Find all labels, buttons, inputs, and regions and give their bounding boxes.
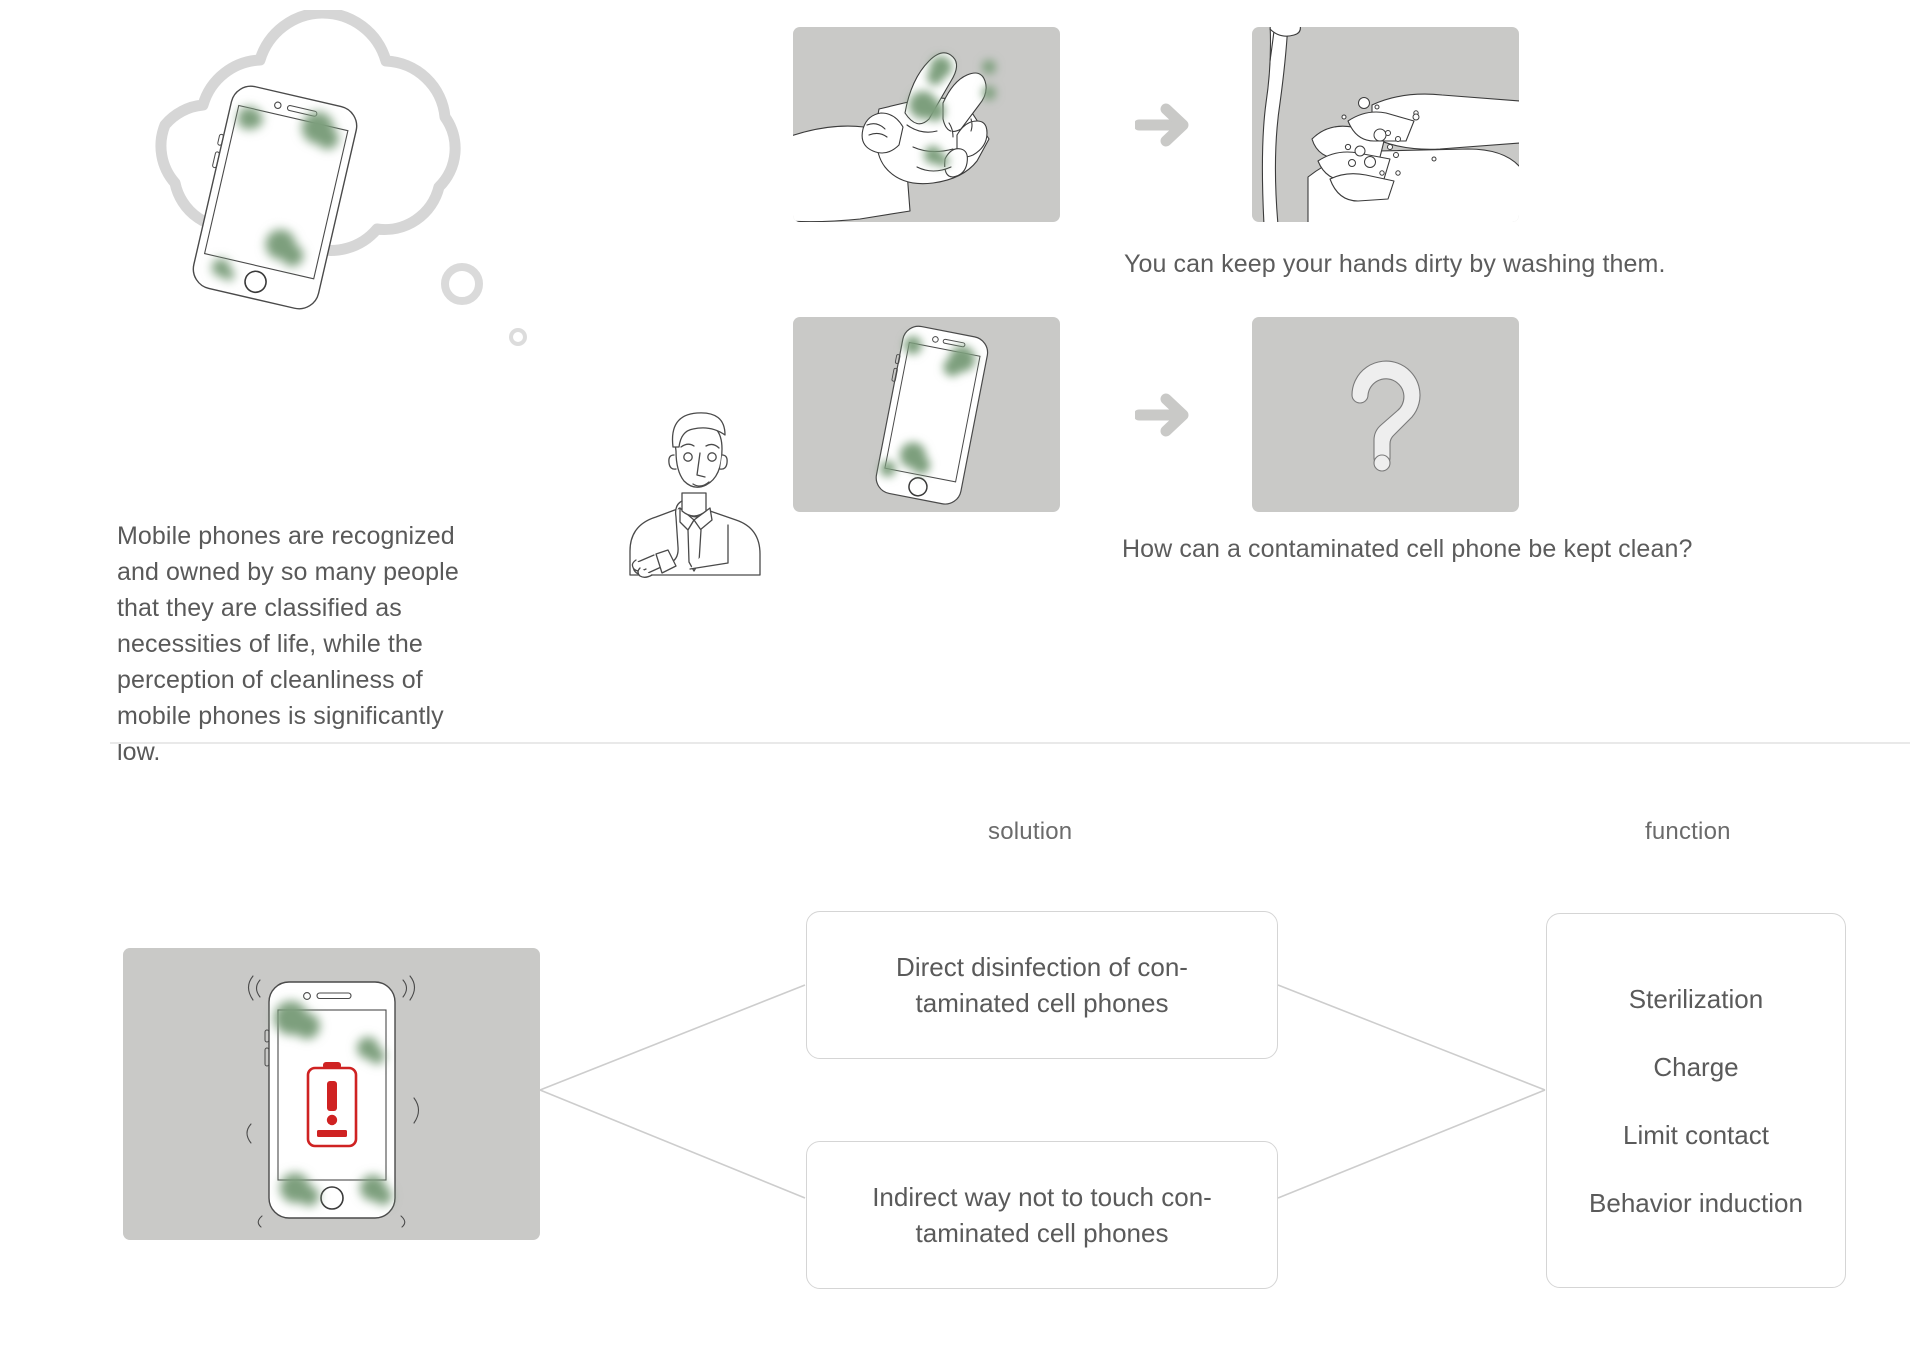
- arrow-right-icon-row1: [1135, 100, 1195, 150]
- section-divider: [110, 742, 1910, 744]
- question-mark-panel: [1252, 317, 1519, 512]
- thought-trail-circle-small: [509, 328, 527, 346]
- solution-box-1-line2: taminated cell phones: [915, 988, 1169, 1018]
- thought-bubble-illustration: [55, 10, 535, 380]
- column-header-function: function: [1645, 818, 1731, 845]
- function-list: Sterilization Charge Limit contact Behav…: [1546, 913, 1846, 1288]
- thought-trail-circle-large: [441, 263, 483, 305]
- caption-hand-washing: You can keep your hands dirty by washing…: [1124, 250, 1666, 278]
- function-item-sterilization[interactable]: Sterilization: [1628, 983, 1764, 1014]
- intro-paragraph: Mobile phones are recognized and owned b…: [117, 522, 459, 766]
- thinking-man-illustration: [620, 405, 800, 580]
- hand-washing-panel: [1252, 27, 1519, 222]
- solution-box-1[interactable]: Direct disinfection of con- taminated ce…: [806, 911, 1278, 1059]
- solution-box-1-line1: Direct disinfection of con-: [896, 952, 1188, 982]
- solution-box-2[interactable]: Indirect way not to touch con- taminated…: [806, 1141, 1278, 1289]
- arrow-right-icon-row2: [1135, 390, 1195, 440]
- function-box[interactable]: [1546, 913, 1846, 1288]
- column-header-solution: solution: [988, 818, 1073, 845]
- contaminated-phone-panel: [793, 317, 1060, 512]
- solution-box-2-line2: taminated cell phones: [915, 1218, 1169, 1248]
- solution-box-2-line1: Indirect way not to touch con-: [872, 1182, 1212, 1212]
- dirty-hand-panel: [793, 27, 1060, 222]
- caption-phone-cleaning: How can a contaminated cell phone be kep…: [1122, 535, 1693, 563]
- vibrating-phone-panel: [123, 948, 540, 1240]
- function-item-behavior-induction[interactable]: Behavior induction: [1589, 1187, 1803, 1218]
- function-item-charge[interactable]: Charge: [1653, 1051, 1739, 1082]
- function-item-limit-contact[interactable]: Limit contact: [1623, 1119, 1769, 1150]
- phone-in-thought-bubble: [183, 77, 368, 318]
